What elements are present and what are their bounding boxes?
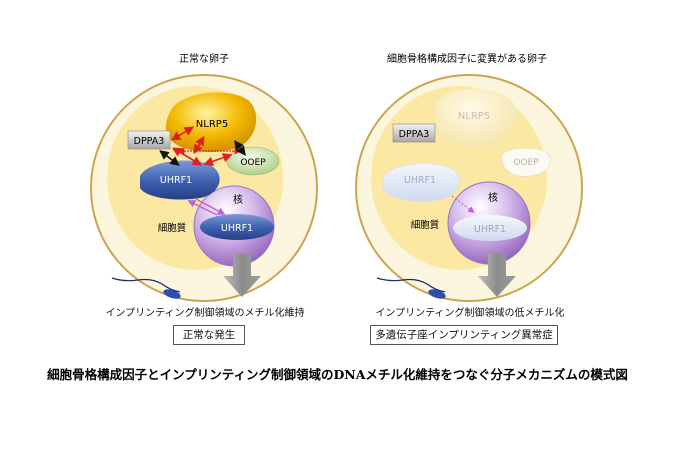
right-panel: 細胞骨格構成因子に変異がある卵子 核 UHRF1 NLRP5 OOEP DPPA…: [355, 52, 583, 302]
right-sperm-tail: [376, 277, 446, 293]
left-panel: 正常な卵子 核 UHRF1 NLRP5 OOEP DPPA3 UHRF1: [90, 52, 318, 302]
right-result-caption: インプリンティング制御領域の低メチル化: [375, 308, 565, 319]
right-dppa3: [392, 123, 436, 143]
right-uhrf1-cyto-label: UHRF1: [404, 175, 436, 186]
left-arrow-uhrf1-ooep: [203, 153, 233, 166]
left-arrow-nlrp5-ooep: [234, 140, 246, 156]
left-arrow-dppa3-uhrf1-black: [159, 150, 180, 166]
left-dppa3-label: DPPA3: [134, 136, 165, 147]
right-uhrf1-nucleus-label: UHRF1: [474, 224, 506, 235]
left-result-caption: インプリンティング制御領域のメチル化維持: [105, 308, 305, 319]
left-arrow-dppa3-nlrp5: [170, 126, 195, 141]
right-nlrp5: [434, 88, 517, 148]
left-nucleus-label: 核: [233, 193, 243, 206]
left-dppa3: [127, 130, 171, 150]
left-uhrf1-cyto-label: UHRF1: [160, 175, 192, 186]
left-cytoplasm-label: 細胞質: [158, 222, 187, 234]
right-down-arrow: [478, 254, 516, 297]
right-cytoplasm-label: 細胞質: [411, 219, 440, 231]
right-panel-title: 細胞骨格構成因子に変異がある卵子: [387, 52, 547, 65]
left-arrow-uhrf1-import: [195, 198, 226, 215]
left-sperm-tail: [111, 277, 181, 293]
left-uhrf1-cyto: [140, 160, 220, 200]
figure-title: 細胞骨格構成因子とインプリンティング制御領域のDNAメチル化維持をつなぐ分子メカ…: [47, 367, 628, 382]
right-dppa3-label: DPPA3: [399, 129, 430, 140]
right-nucleus-label: 核: [488, 191, 498, 204]
right-outcome-box: 多遺伝子座インプリンティング異常症: [370, 325, 558, 345]
left-uhrf1-nucleus: [200, 214, 274, 240]
left-outcome-box: 正常な発生: [173, 325, 245, 345]
left-nlrp5-label: NLRP5: [196, 119, 228, 130]
right-nlrp5-label: NLRP5: [458, 111, 490, 122]
left-ooep-label: OOEP: [240, 158, 266, 168]
left-sperm-head: [163, 289, 181, 299]
right-ooep: [501, 147, 551, 177]
right-uhrf1-cyto: [381, 163, 460, 202]
left-uhrf1-nucleus-label: UHRF1: [221, 223, 253, 234]
right-ooep-label: OOEP: [513, 158, 539, 168]
left-panel-title: 正常な卵子: [179, 52, 229, 65]
left-arrow-uhrf1-export: [187, 200, 218, 216]
left-down-arrow: [223, 254, 261, 297]
right-uhrf1-nucleus: [453, 215, 527, 241]
right-arrow-uhrf1-import-impaired: [451, 195, 475, 213]
right-sperm-head: [428, 289, 446, 299]
